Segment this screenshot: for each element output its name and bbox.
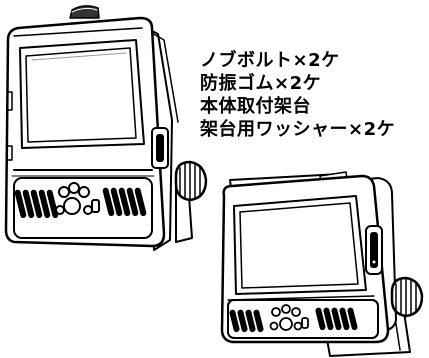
part-item-rubber-damper: 防振ゴム×2ケ — [200, 73, 322, 94]
part-item-mounting-bracket: 本体取付架台 — [200, 96, 311, 117]
display-unit-angled — [220, 171, 424, 357]
knob-bolt-icon — [174, 160, 208, 202]
part-item-knob-bolt: ノブボルト×2ケ — [200, 50, 340, 71]
knob-bolt-icon — [390, 276, 424, 318]
part-item-bracket-washer: 架台用ワッシャー×2ケ — [200, 119, 396, 140]
included-parts-list: ノブボルト×2ケ 防振ゴム×2ケ 本体取付架台 架台用ワッシャー×2ケ — [200, 49, 395, 141]
display-unit-front — [4, 5, 208, 251]
